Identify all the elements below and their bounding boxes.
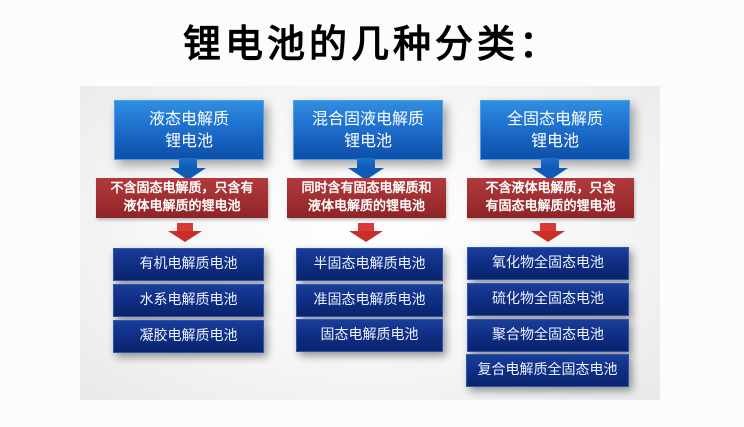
description-line2: 液体电解质的锂电池 — [307, 199, 425, 214]
subtype-box: 氧化物全固态电池 — [467, 247, 629, 280]
description-box-hybrid: 同时含有固态电解质和 液体电解质的锂电池 — [287, 178, 446, 218]
category-title-line1: 混合固液电解质 — [311, 109, 424, 128]
subtype-box: 复合电解质全固态电池 — [466, 354, 629, 387]
subtype-box: 硫化物全固态电池 — [467, 283, 629, 316]
subtype-box: 固态电解质电池 — [296, 319, 443, 352]
category-box-hybrid: 混合固液电解质 锂电池 — [293, 100, 443, 160]
category-box-solid: 全固态电解质 锂电池 — [480, 100, 630, 160]
description-line2: 液体电解质的锂电池 — [123, 199, 241, 214]
category-title-line2: 锂电池 — [343, 131, 392, 150]
subtype-box: 水系电解质电池 — [113, 284, 264, 317]
subtype-box: 准固态电解质电池 — [296, 284, 443, 317]
category-title-line1: 全固态电解质 — [506, 109, 603, 128]
description-line1: 同时含有固态电解质和 — [301, 181, 432, 196]
description-line1: 不含液体电解质，只含 — [485, 181, 616, 196]
description-box-solid: 不含液体电解质，只含 有固态电解质的锂电池 — [467, 178, 634, 218]
subtype-box: 有机电解质电池 — [113, 248, 264, 281]
description-line2: 有固态电解质的锂电池 — [485, 199, 616, 214]
category-title-line2: 锂电池 — [164, 131, 213, 150]
subtype-box: 聚合物全固态电池 — [467, 319, 629, 352]
category-title-line1: 液态电解质 — [148, 109, 229, 128]
category-title-line2: 锂电池 — [530, 131, 579, 150]
subtype-box: 凝胶电解质电池 — [113, 320, 264, 353]
description-box-liquid: 不含固态电解质，只含有 液体电解质的锂电池 — [96, 178, 268, 218]
bottom-margin — [0, 400, 744, 427]
page-title: 锂电池的几种分类： — [182, 22, 561, 66]
category-box-liquid: 液态电解质 锂电池 — [114, 100, 264, 160]
subtype-box: 半固态电解质电池 — [296, 248, 443, 281]
description-line1: 不含固态电解质，只含有 — [110, 181, 254, 196]
